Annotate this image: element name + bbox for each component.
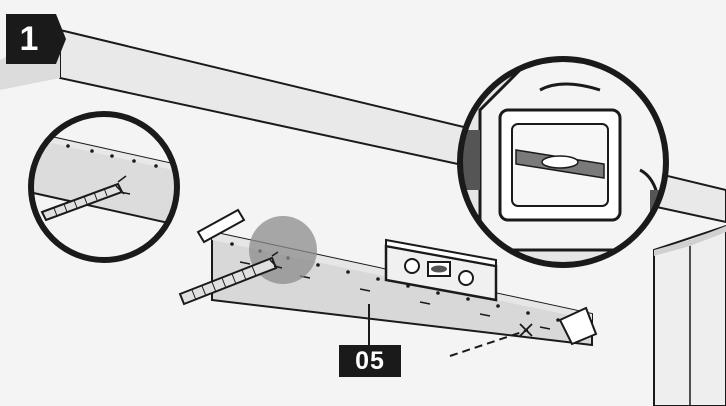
level-zoom-circle — [457, 56, 669, 268]
part-label-05: 05 — [339, 345, 401, 377]
screw-icon — [178, 251, 283, 306]
magnifier-circle-icon — [28, 111, 180, 263]
step-number: 1 — [19, 20, 39, 58]
spirit-level-icon — [384, 238, 498, 302]
step-badge: 1 — [6, 14, 66, 64]
dashed-screw-path — [449, 323, 533, 357]
step-badge-shape — [6, 14, 66, 64]
